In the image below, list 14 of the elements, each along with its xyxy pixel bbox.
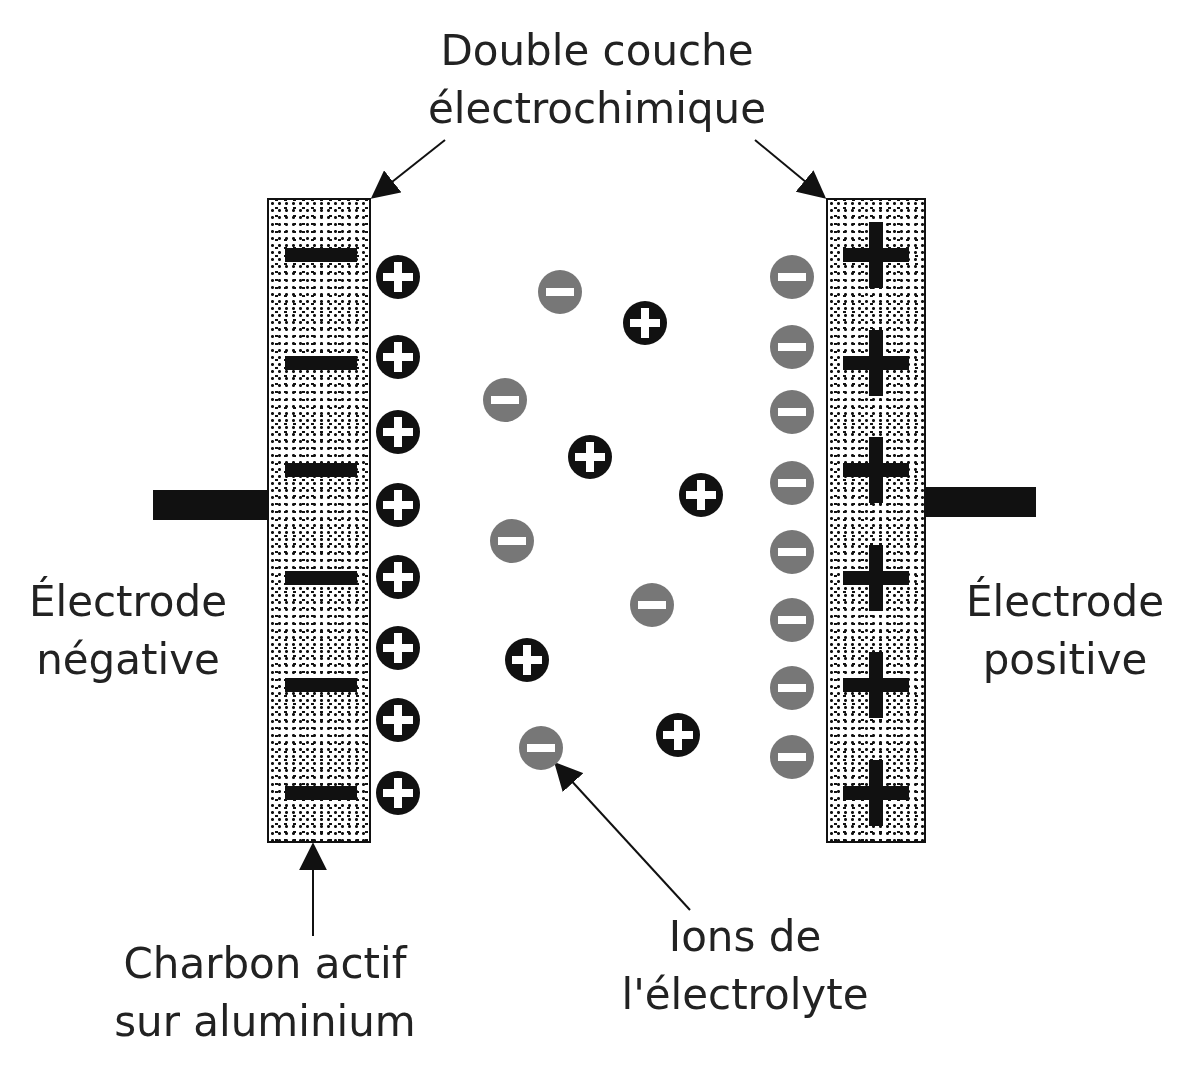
leader-arrow — [754, 139, 827, 199]
callout-label: Ions de l'électrolyte — [605, 908, 885, 1024]
leader-arrow — [299, 842, 327, 937]
electrode-label: Électrode négative — [27, 575, 229, 686]
electrode-plate — [267, 198, 371, 843]
leader-arrow — [370, 139, 446, 199]
leader-arrow — [554, 761, 691, 911]
terminal-lead — [153, 490, 267, 520]
electrode-label: Électrode positive — [964, 575, 1166, 686]
terminal-lead — [926, 487, 1036, 517]
callout-label: Double couche électrochimique — [402, 22, 792, 138]
callout-label: Charbon actif sur aluminium — [95, 935, 435, 1051]
negative-ion-icon — [519, 726, 563, 770]
electrode-plate — [826, 198, 926, 843]
